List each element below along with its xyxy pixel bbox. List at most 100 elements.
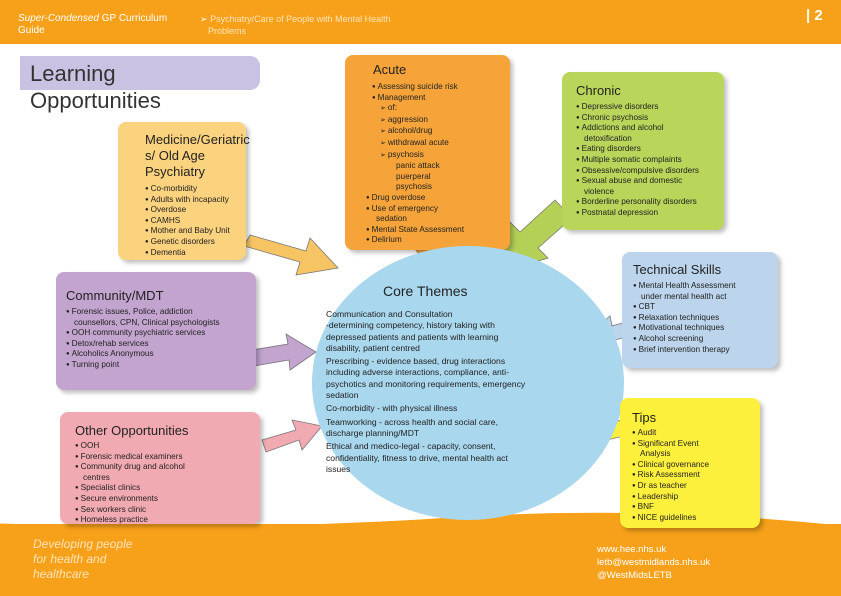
other-item: Specialist clinics — [75, 483, 185, 494]
chronic-item: Addictions and alcohol — [576, 123, 699, 134]
community-list: Forensic issues, Police, addictioncounse… — [66, 307, 220, 371]
community-item: Alcoholics Anonymous — [66, 349, 220, 360]
other-item: OOH — [75, 441, 185, 452]
core-theme-line: depressed patients and patients with lea… — [326, 331, 499, 342]
learning-opportunities-banner — [20, 56, 260, 90]
medicine-item: CAMHS — [145, 216, 230, 227]
chronic-item: Chronic psychosis — [576, 113, 699, 124]
acute-list: Assessing suicide riskManagementof:aggre… — [366, 82, 464, 246]
email-link[interactable]: letb@westmidlands.nhs.uk — [597, 557, 711, 568]
chronic-item: Borderline personality disorders — [576, 197, 699, 208]
technical-item: Motivational techniques — [633, 323, 736, 334]
page-number: | 2 — [806, 7, 823, 24]
technical-item: under mental health act — [641, 291, 727, 301]
tips-item: Leadership — [632, 492, 709, 503]
tips-item: Audit — [632, 428, 709, 439]
chronic-item: detoxification — [584, 133, 632, 143]
acute-item: Drug overdose — [366, 193, 464, 204]
other-item: Homeless practice — [75, 515, 185, 526]
acute-item: aggression — [366, 115, 464, 127]
acute-item: puerperal — [396, 171, 431, 181]
core-theme-line: sedation — [326, 390, 359, 401]
core-theme-line: confidentiality, fitness to drive, menta… — [326, 452, 508, 463]
chronic-item: Depressive disorders — [576, 102, 699, 113]
core-theme-paragraph: Prescribing - evidence based, drug inter… — [326, 356, 525, 401]
core-themes-text: Communication and Consultation-determini… — [326, 309, 525, 477]
acute-title: Acute — [373, 62, 407, 77]
chronic-item: Obsessive/compulsive disorders — [576, 166, 699, 177]
core-theme-paragraph: Communication and Consultation-determini… — [326, 309, 525, 354]
medicine-item: Co-morbidity — [145, 184, 230, 195]
medicine-item: Overdose — [145, 205, 230, 216]
acute-item: alcohol/drug — [366, 126, 464, 138]
chronic-title: Chronic — [576, 83, 621, 98]
core-theme-line: psychotics and monitoring requirements, … — [326, 378, 526, 389]
medicine-arrow — [243, 234, 339, 276]
medicine-item: Adults with incapacity — [145, 195, 230, 206]
twitter-link[interactable]: @WestMidsLETB — [597, 570, 672, 581]
community-item: OOH community psychiatric services — [66, 328, 220, 339]
other-opportunities-list: OOHForensic medical examinersCommunity d… — [75, 441, 185, 526]
acute-item: panic attack — [396, 161, 440, 171]
core-theme-line: Co-morbidity - with physical illness — [326, 403, 458, 414]
technical-item: CBT — [633, 302, 736, 313]
arrow-icon: ➢ — [200, 14, 208, 24]
core-theme-paragraph: Ethical and medico-legal - capacity, con… — [326, 441, 525, 475]
core-theme-line: -determining competency, history taking … — [326, 320, 495, 331]
tips-item: Analysis — [640, 449, 671, 459]
chronic-item: Multiple somatic complaints — [576, 155, 699, 166]
chronic-item: Sexual abuse and domestic — [576, 176, 699, 187]
tips-item: Dr as teacher — [632, 481, 709, 492]
acute-item: psychosis — [396, 182, 432, 192]
technical-item: Mental Health Assessment — [633, 281, 736, 292]
core-theme-paragraph: Co-morbidity - with physical illness — [326, 403, 525, 414]
header-bar — [0, 0, 841, 44]
tips-item: NICE guidelines — [632, 513, 709, 524]
acute-item: of: — [366, 103, 464, 115]
chronic-list: Depressive disordersChronic psychosisAdd… — [576, 102, 699, 219]
medicine-item: Genetic disorders — [145, 237, 230, 248]
core-theme-line: Teamworking - across health and social c… — [326, 416, 498, 427]
acute-item: Mental State Assessment — [366, 225, 464, 236]
technical-skills-title: Technical Skills — [633, 262, 722, 277]
core-theme-line: disability, patient centred — [326, 342, 420, 353]
tips-item: Significant Event — [632, 439, 709, 450]
tips-item: Clinical governance — [632, 460, 709, 471]
community-item: Forensic issues, Police, addiction — [66, 307, 220, 318]
core-themes-title: Core Themes — [383, 283, 468, 299]
core-theme-line: Ethical and medico-legal - capacity, con… — [326, 441, 496, 452]
footer-links: www.hee.nhs.uk letb@westmidlands.nhs.uk … — [597, 543, 710, 582]
community-title: Community/MDT — [66, 288, 164, 303]
acute-item: Assessing suicide risk — [366, 82, 464, 93]
core-theme-line: discharge planning/MDT — [326, 427, 420, 438]
community-item: Detox/rehab services — [66, 339, 220, 350]
core-theme-line: issues — [326, 463, 351, 474]
acute-item: Management — [366, 93, 464, 104]
website-link[interactable]: www.hee.nhs.uk — [597, 544, 667, 555]
technical-item: Brief intervention therapy — [633, 345, 736, 356]
core-themes-circle — [312, 246, 624, 520]
acute-item: Delirium — [366, 235, 464, 246]
core-theme-line: Prescribing - evidence based, drug inter… — [326, 356, 506, 367]
other-item: Sex workers clinic — [75, 505, 185, 516]
core-theme-line: Communication and Consultation — [326, 309, 453, 319]
tips-item: Risk Assessment — [632, 470, 709, 481]
other-arrow — [261, 419, 323, 453]
acute-item: sedation — [376, 214, 407, 224]
other-item: Secure environments — [75, 494, 185, 505]
other-item: centres — [83, 472, 110, 482]
other-opportunities-title: Other Opportunities — [75, 423, 189, 438]
tips-list: AuditSignificant EventAnalysisClinical g… — [632, 428, 709, 523]
other-item: Community drug and alcohol — [75, 462, 185, 473]
chronic-item: Eating disorders — [576, 144, 699, 155]
tips-item: BNF — [632, 502, 709, 513]
topic-breadcrumb: ➢ Psychiatry/Care of People with Mental … — [200, 14, 391, 36]
technical-item: Alcohol screening — [633, 334, 736, 345]
chronic-item: Postnatal depression — [576, 208, 699, 219]
medicine-item: Mother and Baby Unit — [145, 226, 230, 237]
